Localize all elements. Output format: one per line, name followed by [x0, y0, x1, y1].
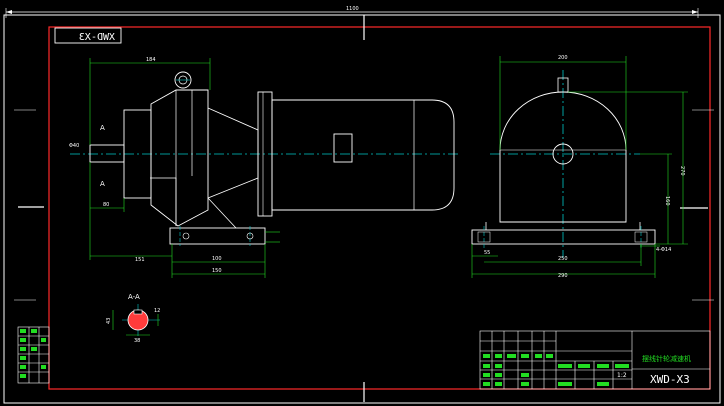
dim-end-height-total: 270 — [679, 166, 685, 176]
outer-frame — [3, 14, 721, 404]
terminal-box — [333, 133, 353, 163]
lifting-eye — [174, 71, 192, 89]
drawing-code: XWD-X3 — [650, 373, 690, 386]
dim-end-foot-inner: 250 — [558, 256, 568, 262]
dim-shaft-dia: Φ40 — [69, 143, 79, 149]
revision-block-marks — [20, 329, 46, 378]
section-shaft-hatch — [127, 309, 149, 331]
sheet-frame — [3, 14, 721, 404]
dim-section-key-height: 43 — [106, 318, 112, 324]
end-view-base — [471, 229, 656, 245]
overall-width-label: 1100 — [346, 6, 359, 12]
title-block — [479, 330, 711, 390]
dim-side-top: 184 — [146, 57, 156, 63]
end-view-dimensions — [471, 56, 688, 278]
dim-side-foot-inner: 100 — [212, 256, 222, 262]
drawing-scale: 1:2 — [617, 372, 627, 379]
end-view-shaft — [552, 143, 574, 165]
section-aa: A-A 43 12 38 — [106, 293, 160, 344]
dim-end-top: 200 — [558, 55, 568, 61]
section-marker-bottom: A — [100, 180, 105, 188]
side-view: A A — [70, 71, 460, 246]
dim-side-foot-outer: 150 — [212, 268, 222, 274]
mirrored-code-box: XWD-X3 — [54, 27, 122, 44]
motor-body — [271, 99, 455, 211]
end-view-housing — [499, 91, 627, 223]
dim-end-center-height: 160 — [664, 196, 670, 206]
dim-end-foot-outer: 290 — [558, 273, 568, 279]
mirrored-code-text: XWD-X3 — [79, 32, 115, 43]
drawing-name: 摆线针轮减速机 — [642, 354, 691, 363]
dim-shaft-len: 80 — [103, 202, 109, 208]
dim-section-width: 12 — [154, 308, 160, 314]
section-marker-top: A — [100, 124, 105, 132]
dim-end-foot-offset: 55 — [484, 250, 490, 256]
end-view-dim-labels: 200 270 160 4-Φ14 55 250 290 — [484, 55, 685, 279]
dim-side-bottom-left: 151 — [135, 257, 145, 263]
side-view-dim-labels: 184 Φ40 80 151 100 150 — [69, 57, 222, 274]
side-foot — [169, 227, 266, 245]
dim-end-holes: 4-Φ14 — [656, 247, 671, 253]
end-view — [471, 70, 656, 258]
title-block-marks — [483, 354, 629, 386]
side-view-dimensions — [89, 58, 280, 278]
dim-section-bottom: 38 — [134, 338, 140, 344]
output-shaft — [89, 144, 125, 163]
inner-frame — [48, 26, 711, 390]
overall-width-dimension: 1100 — [5, 6, 699, 18]
revision-block — [17, 326, 50, 384]
section-label: A-A — [128, 293, 140, 301]
